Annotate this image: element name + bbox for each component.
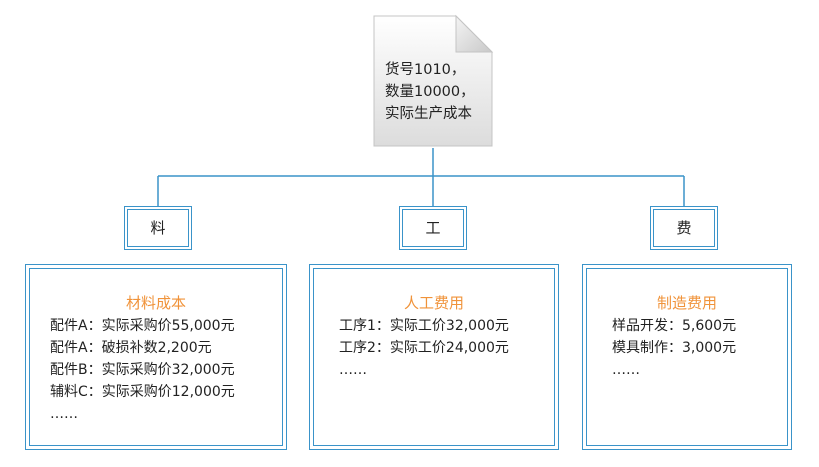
category-box-overhead: 费 [650,206,718,250]
root-line: 实际生产成本 [385,106,472,122]
detail-panel-overhead: 制造费用 样品开发：5,600元 模具制作：3,000元 …… [582,264,792,450]
list-item: 工序1：实际工价32,000元 [339,318,509,334]
panel-item-list: 工序1：实际工价32,000元 工序2：实际工价24,000元 …… [339,315,509,381]
root-line: 数量10000， [385,84,475,100]
root-document-node: 货号1010， 数量10000， 实际生产成本 [372,14,494,148]
list-item: 配件A：实际采购价55,000元 [50,318,235,334]
category-label: 费 [676,219,692,237]
category-box-labor: 工 [399,206,467,250]
panel-title: 人工费用 [403,294,464,312]
list-item: 工序2：实际工价24,000元 [339,340,509,356]
panel-item-list: 配件A：实际采购价55,000元 配件A：破损补数2,200元 配件B：实际采购… [50,315,235,425]
panel-item-list: 样品开发：5,600元 模具制作：3,000元 …… [612,315,736,381]
list-item: 配件B：实际采购价32,000元 [50,362,235,378]
detail-panel-material: 材料成本 配件A：实际采购价55,000元 配件A：破损补数2,200元 配件B… [25,264,287,450]
list-item: 配件A：破损补数2,200元 [50,340,212,356]
category-label: 工 [425,219,441,237]
detail-panel-labor: 人工费用 工序1：实际工价32,000元 工序2：实际工价24,000元 …… [309,264,559,450]
root-line: 货号1010， [385,62,466,78]
category-label: 料 [150,219,166,237]
list-item: 样品开发：5,600元 [612,318,737,334]
panel-title: 制造费用 [656,294,717,312]
list-item: …… [612,362,640,378]
category-box-material: 料 [124,206,192,250]
list-item: 辅料C：实际采购价12,000元 [50,384,235,400]
document-icon [373,14,494,147]
list-item: …… [50,406,78,422]
list-item: 模具制作：3,000元 [612,340,737,356]
panel-title: 材料成本 [125,294,186,312]
root-text: 货号1010， 数量10000， 实际生产成本 [385,59,475,125]
list-item: …… [339,362,367,378]
